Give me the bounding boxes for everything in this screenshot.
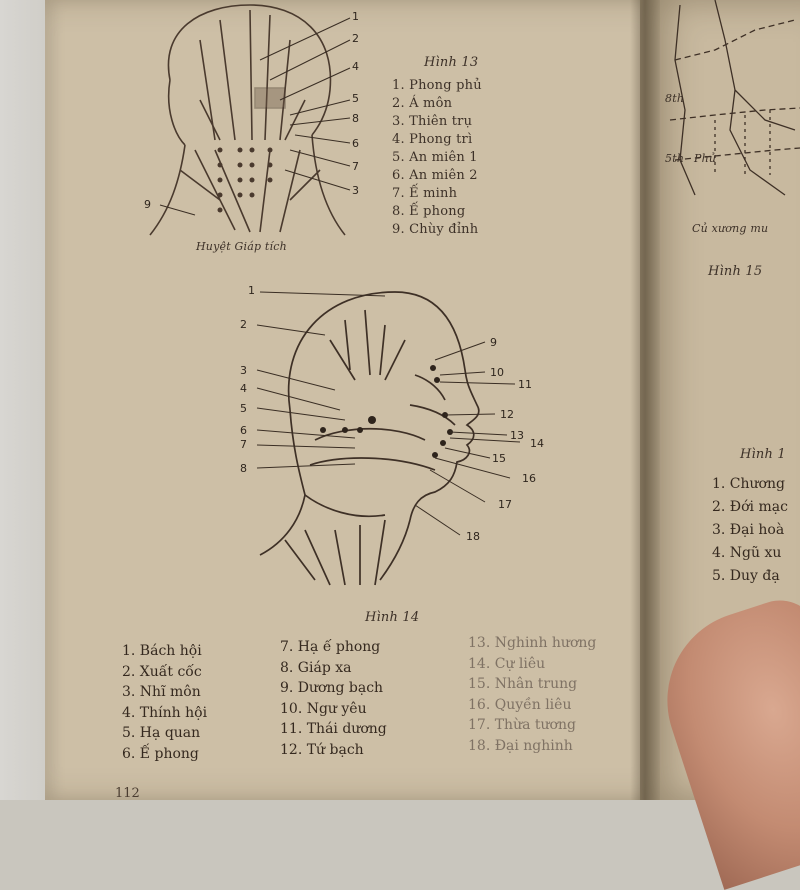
fig14-callout-5: 5: [240, 402, 247, 415]
fig14-item: 13. Nghinh hương: [468, 635, 597, 651]
fig14-item: 14. Cự liêu: [468, 655, 546, 672]
fig14-item: 11. Thái dương: [280, 721, 387, 737]
fig13-item: 7. Ế minh: [392, 186, 458, 201]
fig14-item: 5. Hạ quan: [122, 725, 201, 741]
fig14-caption: Hình 14: [365, 610, 420, 625]
fig14-item: 18. Đại nghinh: [468, 737, 573, 754]
fig13-item: 6. An miên 2: [392, 168, 478, 183]
fig13-callout-1: 1: [352, 10, 359, 23]
fig14-item: 7. Hạ ế phong: [280, 639, 381, 655]
fig14-item: 6. Ế phong: [122, 745, 199, 762]
fig14-item: 4. Thính hội: [122, 704, 208, 721]
fig16-item: 5. Duy đạ: [712, 568, 780, 584]
fig13-item: 8. Ế phong: [392, 204, 466, 219]
fig13-item: 3. Thiên trụ: [392, 114, 473, 129]
book-spine-shadow: [630, 0, 660, 800]
fig13-item: 4. Phong trì: [392, 132, 473, 147]
fig14-callout-6: 6: [240, 424, 247, 437]
fig14-callout-7: 7: [240, 438, 247, 451]
fig14-item: 12. Tứ bạch: [280, 741, 364, 758]
fig14-callout-16: 16: [522, 472, 536, 485]
fig14-item: 10. Ngư yêu: [280, 700, 367, 717]
fig13-item: 5. An miên 1: [392, 150, 478, 165]
left-book-page: [45, 0, 685, 800]
figure-15-map-drawing: [669, 0, 800, 196]
fig16-legend: 1. Chương 2. Đới mạc 3. Đại hoà 4. Ngũ x…: [712, 473, 788, 588]
fig13-callout-6: 6: [352, 137, 359, 150]
fig13-callout-3: 3: [352, 184, 359, 197]
fig13-callout-2: 2: [352, 32, 359, 45]
fig14-callout-8: 8: [240, 462, 247, 475]
fig14-callout-3: 3: [240, 364, 247, 377]
fig13-item: 2. Á môn: [392, 96, 453, 111]
fig14-callout-13: 13: [510, 429, 524, 442]
fig14-callout-1: 1: [248, 284, 255, 297]
fig13-item: 9. Chùy đỉnh: [392, 222, 479, 237]
fig14-callout-12: 12: [500, 408, 514, 421]
fig14-callout-14: 14: [530, 437, 544, 450]
fig15-map-label: Củ xương mu: [692, 222, 769, 235]
fig16-item: 3. Đại hoà: [712, 522, 785, 538]
fig13-callout-8: 8: [352, 112, 359, 125]
figure-13-head-back-drawing: [149, 4, 351, 236]
fig13-callout-9: 9: [144, 198, 151, 211]
fig14-callout-17: 17: [498, 498, 512, 511]
fig14-item: 17. Thừa tương: [468, 717, 576, 733]
fig13-sublabel: Huyệt Giáp tích: [196, 240, 287, 253]
fig14-callout-10: 10: [490, 366, 504, 379]
fig14-legend-col2: 7. Hạ ế phong 8. Giáp xa 9. Dương bạch 1…: [280, 637, 387, 760]
fig16-item: 1. Chương: [712, 476, 785, 492]
fig14-item: 8. Giáp xa: [280, 659, 352, 676]
fig13-caption: Hình 13: [424, 55, 479, 70]
fig13-callout-7: 7: [352, 160, 359, 173]
fig14-callout-2: 2: [240, 318, 247, 331]
fig16-caption: Hình 1: [740, 447, 786, 462]
fig14-callout-9: 9: [490, 336, 497, 349]
fig13-item: 1. Phong phủ: [392, 78, 482, 93]
fig15-map-label: Phủ: [694, 152, 717, 165]
fig16-item: 4. Ngũ xu: [712, 545, 782, 561]
fig14-callout-11: 11: [518, 378, 532, 391]
fig15-map-label: 5th: [665, 152, 685, 165]
fig14-item: 1. Bách hội: [122, 643, 202, 659]
fig14-item: 9. Dương bạch: [280, 680, 384, 696]
fig14-item: 3. Nhĩ môn: [122, 684, 201, 700]
fig14-callout-4: 4: [240, 382, 247, 395]
fig13-callout-4: 4: [352, 60, 359, 73]
fig14-item: 2. Xuất cốc: [122, 663, 202, 680]
fig15-map-label: 8th: [665, 92, 685, 105]
fig13-callout-5: 5: [352, 92, 359, 105]
page-number: 112: [115, 786, 140, 801]
fig14-item: 16. Quyền liêu: [468, 696, 572, 713]
fig14-legend-col3: 13. Nghinh hương 14. Cự liêu 15. Nhân tr…: [468, 633, 596, 756]
fig14-callout-15: 15: [492, 452, 506, 465]
fig14-legend-col1: 1. Bách hội 2. Xuất cốc 3. Nhĩ môn 4. Th…: [122, 641, 207, 764]
fig15-caption: Hình 15: [708, 264, 763, 279]
fig16-item: 2. Đới mạc: [712, 499, 788, 515]
fig14-callout-18: 18: [466, 530, 480, 543]
fig14-item: 15. Nhân trung: [468, 676, 578, 692]
figure-14-head-side-drawing: [256, 291, 521, 586]
